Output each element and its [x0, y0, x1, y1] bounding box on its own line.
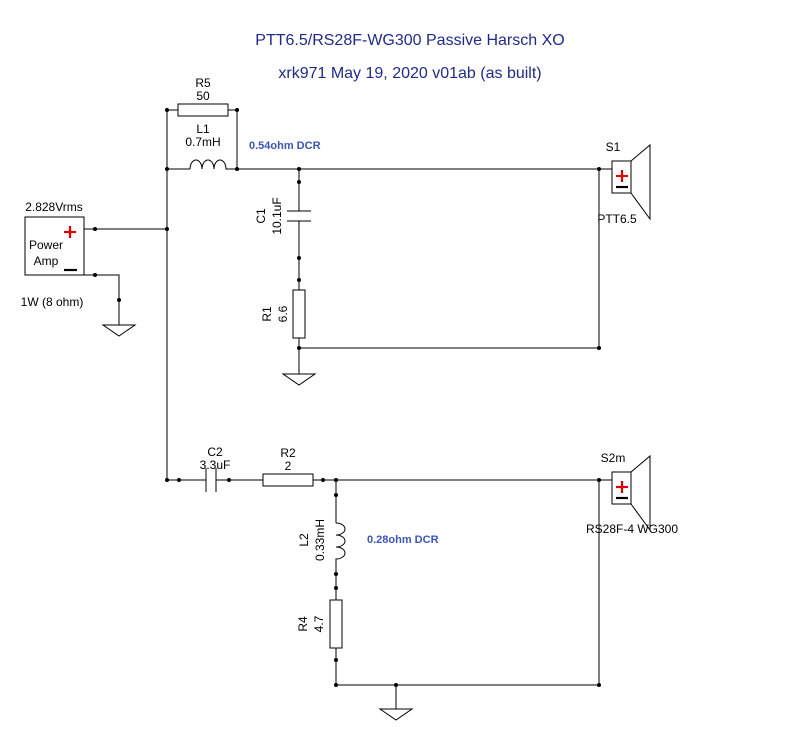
- schematic-subtitle: xrk971 May 19, 2020 v01ab (as built): [278, 65, 541, 82]
- amp-label-line2: Amp: [34, 254, 59, 268]
- resistor-R1: [292, 289, 306, 339]
- amp-negative-wire: [84, 274, 120, 325]
- resistor-R5: [177, 103, 229, 117]
- woofer-return-wire: [299, 169, 600, 349]
- C2-value: 3.3uF: [200, 458, 231, 472]
- R1-value: 6.6: [276, 305, 290, 322]
- capacitor-C1: [287, 169, 311, 290]
- amp-voltage-label: 2.828Vrms: [25, 200, 83, 214]
- power-amp: Power Amp: [24, 216, 85, 276]
- R5-ref: R5: [195, 76, 211, 90]
- R1-ref: R1: [260, 306, 274, 322]
- power-amp-box: [24, 216, 85, 276]
- C2-ref: C2: [207, 445, 223, 459]
- S1-model: PTT6.5: [597, 212, 637, 226]
- amp-power-label: 1W (8 ohm): [21, 295, 84, 309]
- R4-ref: R4: [296, 616, 310, 632]
- inductor-L2: [335, 522, 346, 600]
- L2-dcr-note: 0.28ohm DCR: [367, 534, 439, 546]
- R5-value: 50: [196, 89, 210, 103]
- tweeter-return-wire: [335, 480, 600, 686]
- speaker-S2-icon: [611, 454, 651, 532]
- L1-dcr-note: 0.54ohm DCR: [249, 140, 321, 152]
- L2-ref: L2: [297, 533, 311, 547]
- R4-value: 4.7: [312, 615, 326, 632]
- woofer-ground-icon: [281, 373, 317, 386]
- S1-ref: S1: [606, 140, 621, 154]
- amp-label-line1: Power: [29, 238, 63, 252]
- resistor-R4: [329, 599, 343, 649]
- L1-value: 0.7mH: [185, 135, 220, 149]
- resistor-R2: [262, 473, 314, 487]
- inductor-L1: [189, 159, 299, 170]
- schematic-title: PTT6.5/RS28F-WG300 Passive Harsch XO: [255, 32, 564, 49]
- C1-value: 10.1uF: [270, 197, 284, 234]
- amp-ground-icon: [101, 324, 137, 337]
- L2-value: 0.33mH: [313, 519, 327, 561]
- S2-model: RS28F-4 WG300: [586, 522, 678, 536]
- speaker-S1-icon: [611, 143, 651, 221]
- C1-ref: C1: [254, 208, 268, 224]
- R2-ref: R2: [280, 446, 296, 460]
- L1-ref: L1: [196, 122, 210, 136]
- tweeter-ground-icon: [378, 708, 414, 721]
- R2-value: 2: [285, 459, 292, 473]
- S2-ref: S2m: [601, 451, 626, 465]
